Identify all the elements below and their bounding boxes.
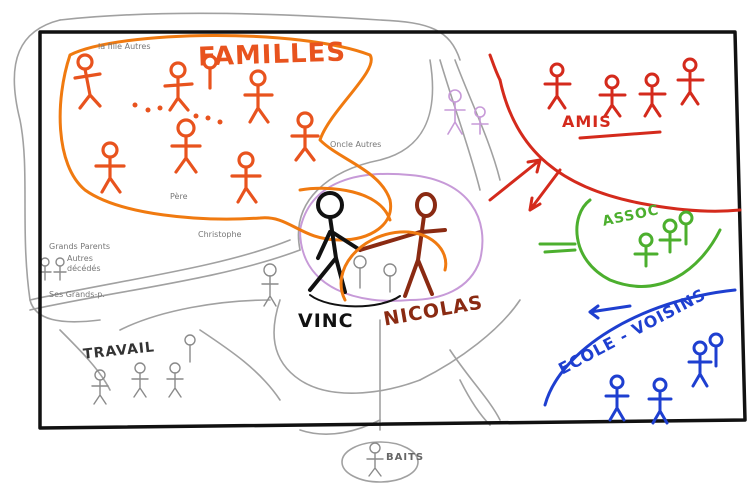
family-dots (133, 103, 223, 125)
family-note-4: Oncle Autres (330, 140, 381, 149)
family-note-1: la fille Autres (98, 42, 151, 51)
family-note-2: Père (170, 192, 188, 201)
grandparents-note-4: Ses Grands-p. (49, 290, 105, 299)
outer-frame (40, 32, 745, 428)
family-figures (75, 55, 318, 202)
grandparents-note-1: Grands Parents (49, 242, 110, 251)
family-note-3: Christophe (198, 230, 241, 239)
nicolas-figure (360, 194, 445, 296)
friends-group (490, 55, 740, 211)
grandparents-note-3: décédés (67, 264, 101, 273)
amis-label: AMIS (562, 112, 612, 131)
grandparents-note-2: Autres (67, 254, 93, 263)
familles-label: FAMILLES (198, 37, 347, 72)
vinc-label: VINC (298, 310, 354, 332)
bottom-label: BAITS (386, 452, 424, 463)
